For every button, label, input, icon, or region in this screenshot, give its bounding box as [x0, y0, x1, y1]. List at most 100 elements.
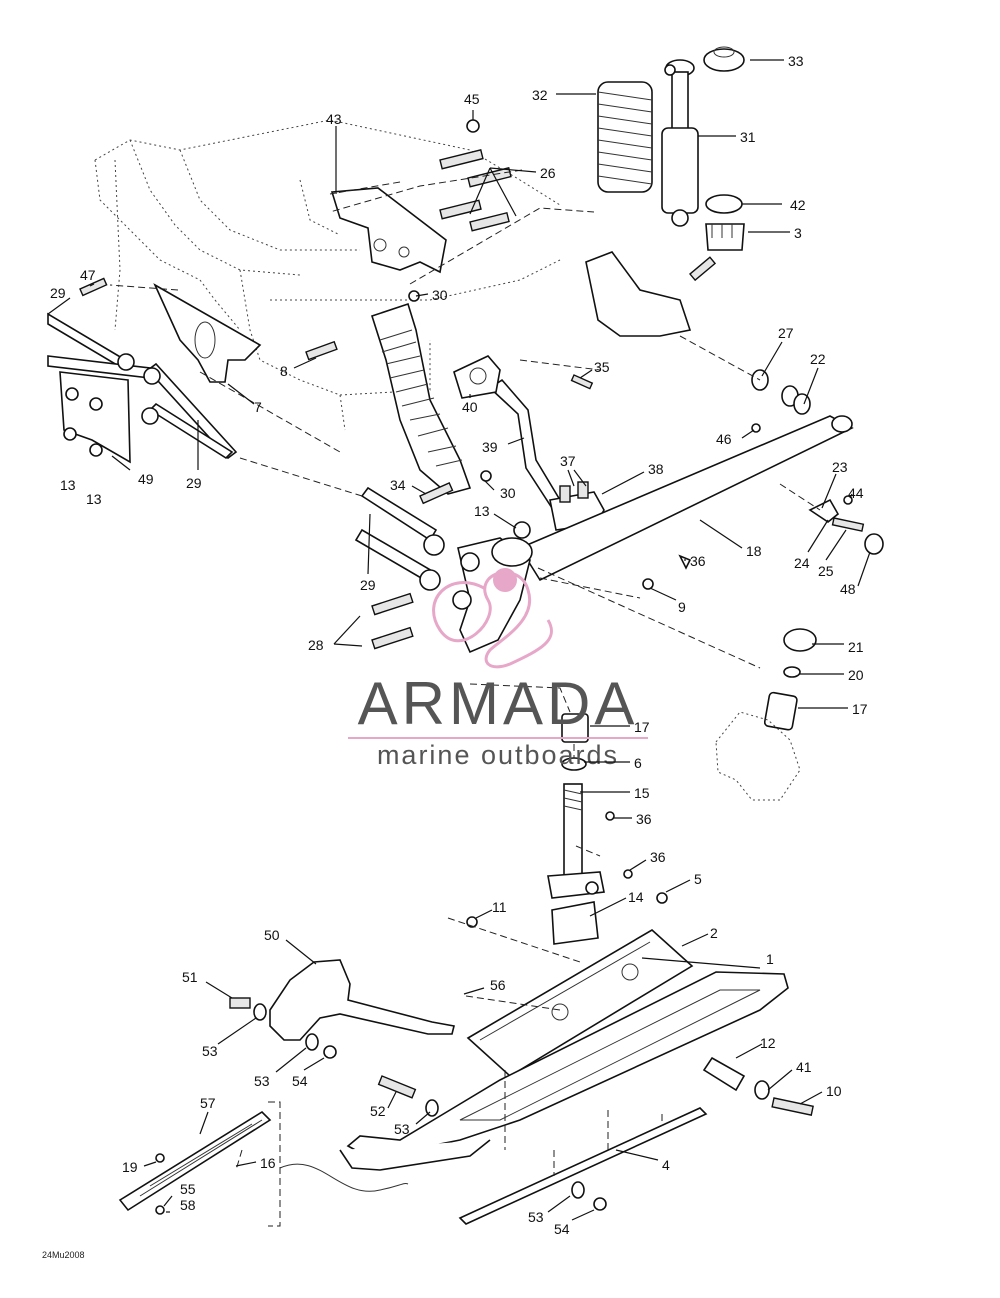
tie-rod-18 — [518, 415, 854, 582]
callout-58: 58 — [180, 1197, 196, 1213]
callout-32: 32 — [532, 87, 548, 103]
block-14 — [551, 901, 599, 945]
callout-54: 54 — [292, 1073, 308, 1089]
callout-36: 36 — [650, 849, 666, 865]
callout-15: 15 — [634, 785, 650, 801]
spindle-15 — [547, 783, 605, 899]
bracket-43 — [330, 187, 447, 274]
bracket-outline — [268, 1101, 409, 1227]
bellows-boot — [370, 302, 472, 495]
nuts-13-left — [63, 387, 103, 457]
callout-27: 27 — [778, 325, 794, 341]
seat-42 — [705, 194, 743, 214]
bolt-10 — [754, 1080, 814, 1116]
grease-fittings-36 — [605, 811, 633, 879]
callout-57: 57 — [200, 1095, 216, 1111]
callout-49: 49 — [138, 471, 154, 487]
carbide-57 — [118, 1110, 272, 1215]
bushing-22 — [781, 385, 811, 415]
callout-33: 33 — [788, 53, 804, 69]
callout-48: 48 — [840, 581, 856, 597]
callout-39: 39 — [482, 439, 498, 455]
callout-8: 8 — [280, 363, 288, 379]
callout-42: 42 — [790, 197, 806, 213]
callout-26: 26 — [540, 165, 556, 181]
callout-53: 53 — [528, 1209, 544, 1225]
bolts-28 — [371, 592, 414, 650]
axle-12 — [702, 1056, 746, 1092]
callout-1: 1 — [766, 951, 774, 967]
shafts-29 — [47, 312, 445, 591]
bushing-17 — [561, 713, 589, 743]
callout-28: 28 — [308, 637, 324, 653]
plate-40 — [453, 355, 501, 399]
callout-40: 40 — [462, 399, 478, 415]
callout-20: 20 — [848, 667, 864, 683]
steering-pivot — [452, 537, 533, 654]
callout-30: 30 — [500, 485, 516, 501]
callout-51: 51 — [182, 969, 198, 985]
callout-22: 22 — [810, 351, 826, 367]
frame-outline — [94, 119, 561, 431]
callout-13: 13 — [474, 503, 490, 519]
bolt-8 — [305, 340, 338, 361]
callout-25: 25 — [818, 563, 834, 579]
callout-23: 23 — [832, 459, 848, 475]
callout-labels: 1 2 3 4 5 6 7 8 9 10 11 12 13 13 13 14 1… — [50, 53, 868, 1237]
callout-36: 36 — [690, 553, 706, 569]
bolt-34 — [419, 482, 454, 505]
callout-50: 50 — [264, 927, 280, 943]
cap-21 — [783, 628, 817, 652]
callout-7: 7 — [254, 399, 262, 415]
callout-47: 47 — [80, 267, 96, 283]
callout-21: 21 — [848, 639, 864, 655]
ski-leg-2 — [466, 929, 694, 1077]
washers-53 — [305, 1033, 585, 1199]
callout-17: 17 — [634, 719, 650, 735]
nuts-54 — [323, 1045, 607, 1211]
handle-50 — [269, 959, 455, 1041]
callout-10: 10 — [826, 1083, 842, 1099]
callout-45: 45 — [464, 91, 480, 107]
callout-17: 17 — [852, 701, 868, 717]
spindle-housing-outline — [715, 711, 801, 801]
small-hardware — [79, 277, 761, 590]
callout-2: 2 — [710, 925, 718, 941]
callout-44: 44 — [848, 485, 864, 501]
callout-12: 12 — [760, 1035, 776, 1051]
ball-joint-23 — [808, 495, 884, 555]
callout-34: 34 — [390, 477, 406, 493]
callout-29: 29 — [186, 475, 202, 491]
callout-4: 4 — [662, 1157, 670, 1173]
bolt-52 — [377, 1075, 417, 1099]
callout-37: 37 — [560, 453, 576, 469]
assembly-lines — [109, 169, 821, 1176]
callout-19: 19 — [122, 1159, 138, 1175]
adjuster-3 — [705, 223, 745, 251]
bolt-51 — [229, 997, 267, 1021]
bracket-7 — [153, 283, 262, 383]
nut-45 — [466, 119, 480, 133]
mount-bracket-right — [585, 251, 717, 337]
callout-29: 29 — [50, 285, 66, 301]
callout-43: 43 — [326, 111, 342, 127]
watermark-brand: ARMADA — [358, 670, 639, 737]
callout-9: 9 — [678, 599, 686, 615]
callout-29: 29 — [360, 577, 376, 593]
nuts-top — [466, 892, 668, 928]
shock-absorber-31 — [661, 59, 699, 227]
callout-53: 53 — [394, 1121, 410, 1137]
callout-14: 14 — [628, 889, 644, 905]
seat-33 — [703, 46, 745, 72]
callout-38: 38 — [648, 461, 664, 477]
callout-3: 3 — [794, 225, 802, 241]
callout-36: 36 — [636, 811, 652, 827]
callout-30: 30 — [432, 287, 448, 303]
bushing-17-right — [763, 691, 798, 731]
callout-18: 18 — [746, 543, 762, 559]
callout-53: 53 — [254, 1073, 270, 1089]
callout-24: 24 — [794, 555, 810, 571]
bolts-26 — [439, 148, 512, 232]
callout-46: 46 — [716, 431, 732, 447]
